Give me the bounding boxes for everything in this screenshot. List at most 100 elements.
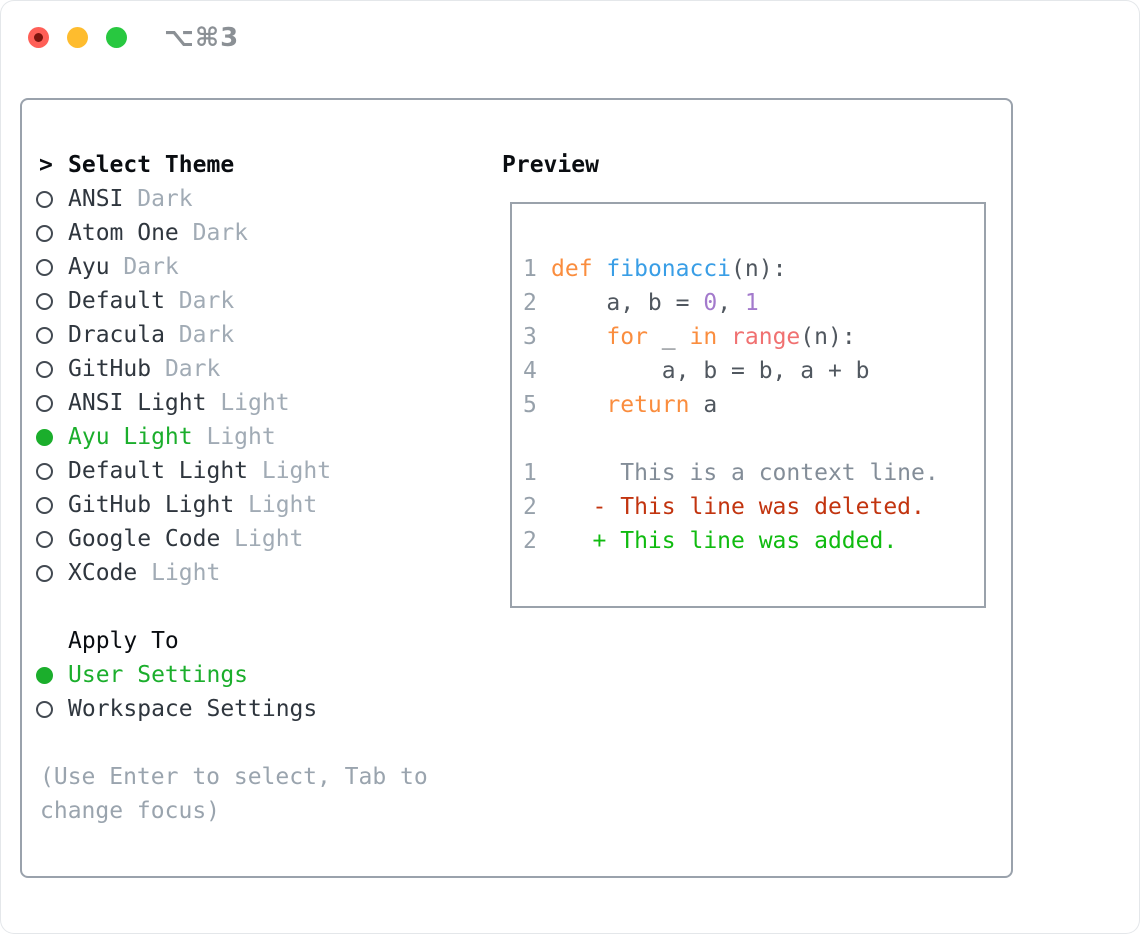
code-token: _ bbox=[647, 324, 690, 350]
theme-name: Ayu Light bbox=[68, 424, 193, 450]
radio-circle-icon bbox=[33, 182, 68, 216]
blank-line bbox=[523, 422, 984, 456]
line-number: 5 bbox=[523, 392, 537, 418]
code-token: a, b = b, a + b bbox=[551, 358, 870, 384]
prompt-icon: > bbox=[39, 152, 53, 178]
theme-option-github-light[interactable]: GitHub Light Light bbox=[33, 488, 428, 522]
theme-name: Atom One bbox=[68, 220, 179, 246]
diff-context-text: This is a context line. bbox=[551, 460, 939, 486]
close-button[interactable] bbox=[28, 27, 49, 48]
theme-option-ansi-dark[interactable]: ANSI Dark bbox=[33, 182, 428, 216]
theme-option-ayu-light[interactable]: Ayu Light Light bbox=[33, 420, 428, 454]
line-number: 1 bbox=[523, 256, 537, 282]
code-token bbox=[717, 324, 731, 350]
theme-name: XCode bbox=[68, 560, 138, 586]
theme-option-xcode-light[interactable]: XCode Light bbox=[33, 556, 428, 590]
theme-option-google-code-light[interactable]: Google Code Light bbox=[33, 522, 428, 556]
theme-name: Default bbox=[68, 288, 165, 314]
theme-name: Google Code bbox=[68, 526, 221, 552]
theme-option-ayu-dark[interactable]: Ayu Dark bbox=[33, 250, 428, 284]
theme-name: Dracula bbox=[68, 322, 165, 348]
theme-variant: Light bbox=[248, 492, 318, 518]
theme-variant: Dark bbox=[178, 322, 235, 348]
diff-deleted-line: 2 - This line was deleted. bbox=[523, 490, 984, 524]
theme-variant: Light bbox=[261, 458, 332, 484]
radio-circle-icon bbox=[33, 352, 68, 386]
zoom-button[interactable] bbox=[106, 27, 127, 48]
code-token bbox=[551, 324, 606, 350]
theme-name: Default Light bbox=[68, 458, 249, 484]
apply-option-workspace-settings[interactable]: Workspace Settings bbox=[33, 692, 428, 726]
radio-circle-icon bbox=[33, 284, 68, 318]
theme-option-dracula-dark[interactable]: Dracula Dark bbox=[33, 318, 428, 352]
theme-variant: Light bbox=[206, 424, 276, 450]
minimize-button[interactable] bbox=[67, 27, 88, 48]
radio-circle-icon bbox=[33, 522, 68, 556]
apply-option-user-settings[interactable]: User Settings bbox=[33, 658, 428, 692]
hint-line: (Use Enter to select, Tab to bbox=[40, 764, 428, 790]
radio-circle-icon bbox=[33, 318, 68, 352]
line-number: 2 bbox=[523, 494, 537, 520]
theme-variant: Dark bbox=[192, 220, 249, 246]
code-line: 3 for _ in range (n): bbox=[523, 320, 984, 354]
line-number: 1 bbox=[523, 460, 537, 486]
code-token: 0 bbox=[703, 290, 718, 316]
apply-option-label: User Settings bbox=[68, 662, 249, 688]
theme-variant: Dark bbox=[123, 254, 179, 280]
code-line: 2 a, b = 0 , 1 bbox=[523, 286, 984, 320]
radio-circle-icon bbox=[33, 216, 68, 250]
code-token bbox=[593, 256, 607, 282]
panel-title: Select Theme bbox=[68, 152, 235, 178]
radio-circle-icon bbox=[33, 556, 68, 590]
theme-variant: Dark bbox=[137, 186, 193, 212]
theme-name: GitHub Light bbox=[68, 492, 235, 518]
theme-variant: Light bbox=[151, 560, 221, 586]
line-number: 2 bbox=[523, 290, 537, 316]
code-token: return bbox=[606, 392, 690, 418]
theme-variant: Dark bbox=[164, 356, 221, 382]
theme-picker-panel: > Select Theme ANSI Dark Atom One Dark A… bbox=[20, 98, 1013, 878]
code-token: for bbox=[606, 324, 648, 350]
window-shortcut-label: ⌥⌘3 bbox=[164, 23, 240, 53]
theme-name: GitHub bbox=[68, 356, 152, 382]
code-token: def bbox=[551, 256, 593, 282]
code-token: , bbox=[717, 290, 745, 316]
theme-option-ansi-light[interactable]: ANSI Light Light bbox=[33, 386, 428, 420]
spacer bbox=[33, 590, 428, 624]
theme-name: Ayu bbox=[68, 254, 110, 280]
close-dot-icon bbox=[34, 33, 43, 42]
code-token: a bbox=[689, 392, 718, 418]
radio-circle-icon bbox=[33, 454, 68, 488]
select-theme-header: > Select Theme bbox=[33, 148, 428, 182]
code-token: (n): bbox=[800, 324, 856, 350]
theme-name: ANSI bbox=[68, 186, 124, 212]
radio-circle-icon bbox=[33, 488, 68, 522]
radio-circle-selected-icon bbox=[33, 658, 68, 692]
theme-option-default-dark[interactable]: Default Dark bbox=[33, 284, 428, 318]
code-token: a, b = bbox=[551, 290, 704, 316]
hint-line: change focus) bbox=[40, 798, 221, 824]
code-token: 1 bbox=[744, 290, 759, 316]
theme-option-atom-one-dark[interactable]: Atom One Dark bbox=[33, 216, 428, 250]
line-number: 3 bbox=[523, 324, 537, 350]
theme-variant: Light bbox=[220, 390, 290, 416]
theme-option-github-dark[interactable]: GitHub Dark bbox=[33, 352, 428, 386]
radio-circle-icon bbox=[33, 386, 68, 420]
code-token: fibonacci bbox=[606, 256, 732, 282]
apply-to-title: Apply To bbox=[68, 628, 179, 654]
code-preview-box: 1 def fibonacci (n): 2 a, b = 0 , 1 3 fo… bbox=[510, 202, 986, 608]
code-token: in bbox=[689, 324, 718, 350]
radio-circle-selected-icon bbox=[33, 420, 68, 454]
code-token: (n): bbox=[731, 256, 787, 282]
code-token: range bbox=[731, 324, 801, 350]
code-token bbox=[551, 392, 606, 418]
apply-to-header: Apply To bbox=[33, 624, 428, 658]
radio-circle-icon bbox=[33, 250, 68, 284]
diff-added-line: 2 + This line was added. bbox=[523, 524, 984, 558]
diff-deleted-text: - This line was deleted. bbox=[551, 494, 925, 520]
spacer bbox=[33, 726, 428, 760]
line-number: 2 bbox=[523, 528, 537, 554]
code-line: 5 return a bbox=[523, 388, 984, 422]
theme-option-default-light[interactable]: Default Light Light bbox=[33, 454, 428, 488]
